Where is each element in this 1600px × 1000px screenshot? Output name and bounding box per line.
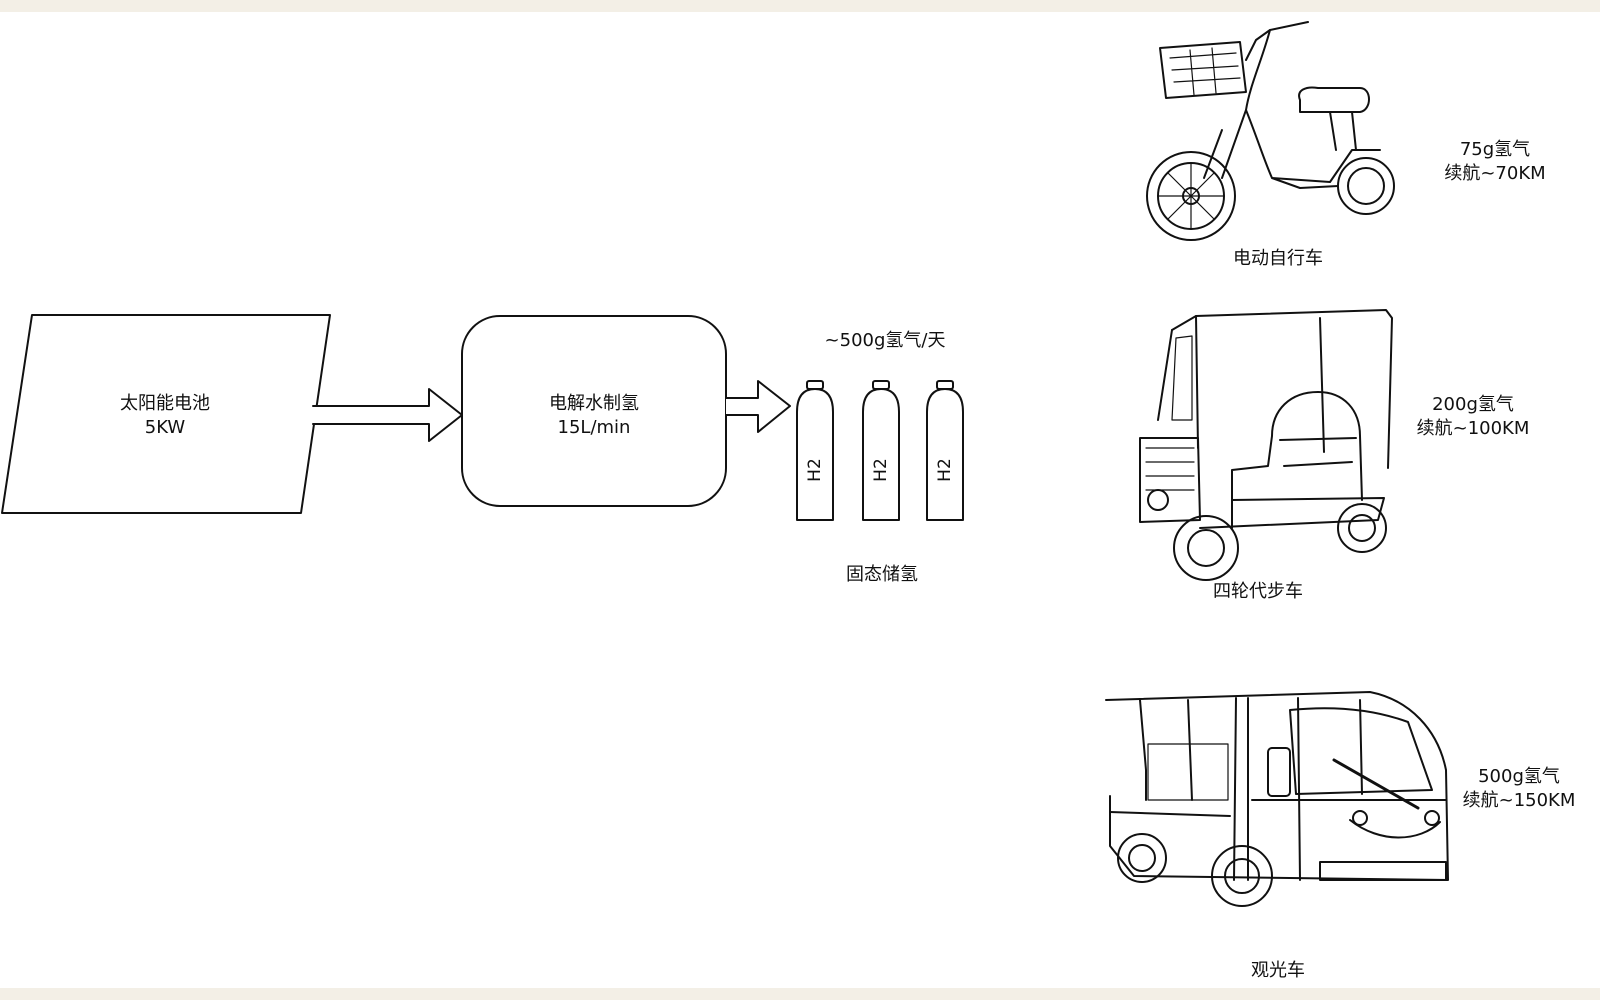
solid-storage-label: 固态储氢 bbox=[846, 564, 918, 585]
solar-panel-power: 5KW bbox=[144, 417, 186, 438]
sightseeing-bus-illustration bbox=[1105, 691, 1449, 907]
electric-bicycle-illustration bbox=[1146, 21, 1395, 241]
electrolysis-rate: 15L/min bbox=[557, 417, 631, 438]
flow-arrow-solar-to-electrolysis bbox=[312, 388, 463, 442]
vehicle-spec-bus: 500g氢气 续航~150KM bbox=[1444, 765, 1594, 813]
hydrogen-tank bbox=[862, 380, 900, 521]
hydrogen-capacity: 500g氢气 bbox=[1478, 766, 1560, 787]
tank-label: H2 bbox=[805, 458, 825, 482]
electrolysis-name: 电解水制氢 bbox=[549, 393, 639, 414]
vehicle-spec-bicycle: 75g氢气 续航~70KM bbox=[1420, 138, 1570, 186]
vehicle-spec-scooter: 200g氢气 续航~100KM bbox=[1398, 393, 1548, 441]
hydrogen-capacity: 200g氢气 bbox=[1432, 394, 1514, 415]
solar-panel-shape bbox=[1, 314, 331, 514]
flow-arrow-electrolysis-to-storage bbox=[725, 380, 791, 433]
daily-hydrogen-output: ~500g氢气/天 bbox=[824, 330, 946, 351]
tank-label: H2 bbox=[871, 458, 891, 482]
solar-panel-label: 太阳能电池 5KW bbox=[110, 392, 220, 440]
hydrogen-tank bbox=[926, 380, 964, 521]
driving-range: 续航~150KM bbox=[1462, 790, 1576, 811]
hydrogen-capacity: 75g氢气 bbox=[1459, 139, 1531, 160]
driving-range: 续航~70KM bbox=[1444, 163, 1546, 184]
diagram-svg bbox=[1, 21, 1449, 907]
hydrogen-tank bbox=[796, 380, 834, 521]
vehicle-name-bus: 观光车 bbox=[1251, 960, 1305, 981]
mobility-scooter-illustration bbox=[1139, 309, 1393, 581]
solar-panel-name: 太阳能电池 bbox=[120, 393, 210, 414]
vehicle-name-bicycle: 电动自行车 bbox=[1233, 248, 1323, 269]
electrolysis-label: 电解水制氢 15L/min bbox=[534, 392, 654, 440]
tank-label: H2 bbox=[935, 458, 955, 482]
vehicle-name-scooter: 四轮代步车 bbox=[1213, 581, 1303, 602]
diagram-canvas: 太阳能电池 5KW 电解水制氢 15L/min ~500g氢气/天 H2 H2 … bbox=[0, 12, 1600, 988]
driving-range: 续航~100KM bbox=[1416, 418, 1530, 439]
